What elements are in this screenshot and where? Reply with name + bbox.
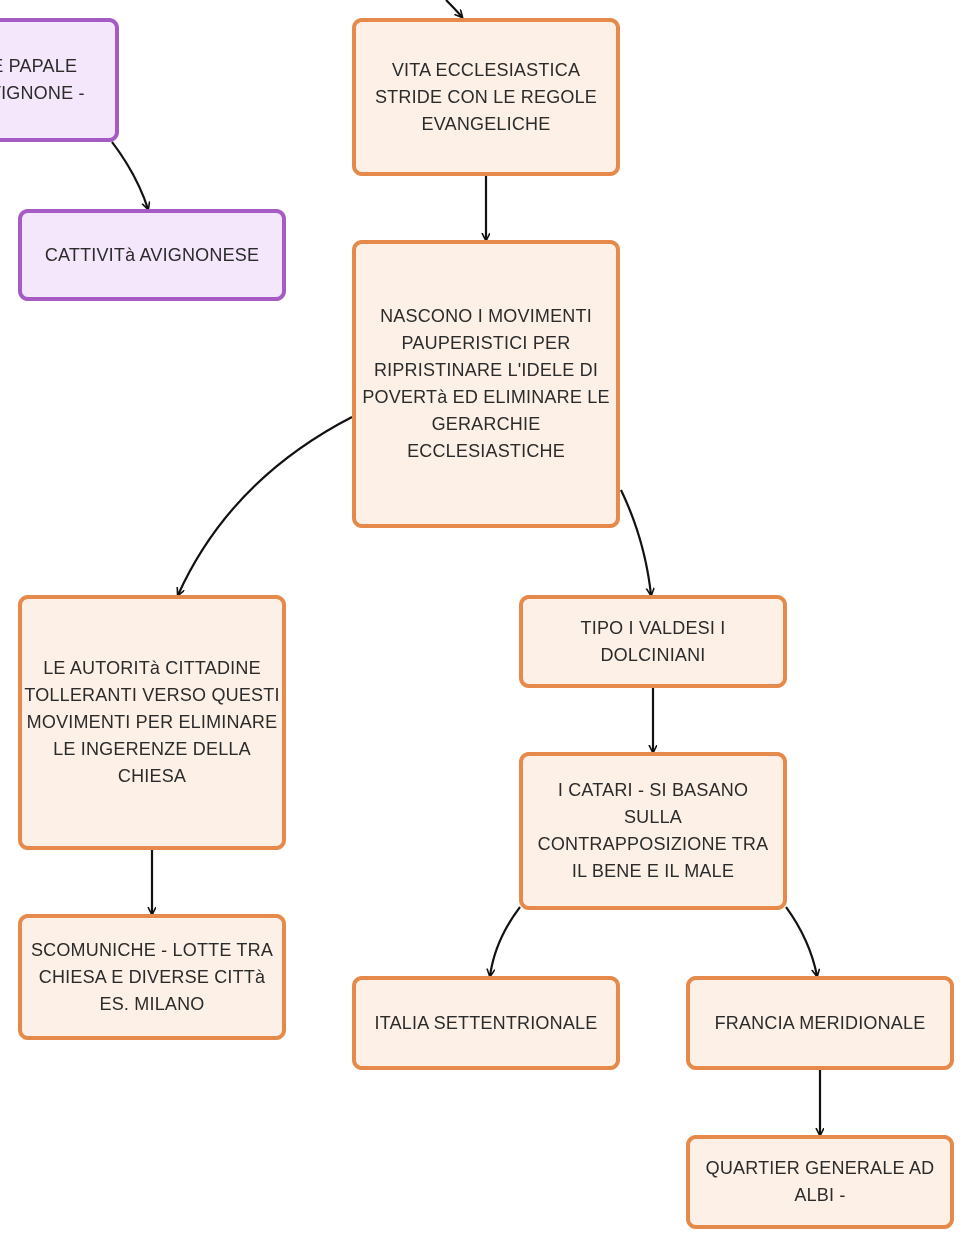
node-catari[interactable]: I CATARI - SI BASANO SULLA CONTRAPPOSIZI… [519, 752, 787, 910]
edge-movimenti-to-valdesi [620, 489, 651, 595]
node-italia-label: ITALIA SETTENTRIONALE [374, 1012, 598, 1033]
node-albi-label: QUARTIER GENERALE AD ALBI - [705, 1158, 935, 1205]
edge-catari-to-francia [785, 906, 817, 976]
node-cattivita-avignonese[interactable]: CATTIVITà AVIGNONESE [18, 209, 286, 301]
node-vita-ecclesiastica[interactable]: VITA ECCLESIASTICA STRIDE CON LE REGOLE … [352, 18, 620, 176]
node-francia-meridionale[interactable]: FRANCIA MERIDIONALE [686, 976, 954, 1070]
node-valdesi-label: TIPO I VALDESI I DOLCINIANI [580, 617, 726, 665]
node-quartier-generale-albi[interactable]: QUARTIER GENERALE AD ALBI - [686, 1135, 954, 1229]
node-francia-label: FRANCIA MERIDIONALE [714, 1012, 926, 1033]
node-sede-line1: DE PAPALE [0, 56, 78, 76]
node-scomuniche-label: SCOMUNICHE - LOTTE TRA CHIESA E DIVERSE … [30, 939, 274, 1014]
node-movimenti-pauperistici[interactable]: NASCONO I MOVIMENTI PAUPERISTICI PER RIP… [352, 240, 620, 528]
edge-catari-to-italia [490, 906, 521, 976]
edge-sede-to-cattivita [111, 141, 148, 209]
node-scomuniche[interactable]: SCOMUNICHE - LOTTE TRA CHIESA E DIVERSE … [18, 914, 286, 1040]
node-autorita-label: LE AUTORITà CITTADINE TOLLERANTI VERSO Q… [24, 658, 280, 786]
node-cattivita-label: CATTIVITà AVIGNONESE [44, 244, 260, 265]
node-movimenti-label: NASCONO I MOVIMENTI PAUPERISTICI PER RIP… [362, 306, 610, 461]
node-sede-line2: AVIGNONE - [0, 83, 85, 103]
node-valdesi-dolciniani[interactable]: TIPO I VALDESI I DOLCINIANI [519, 595, 787, 688]
node-italia-settentrionale[interactable]: ITALIA SETTENTRIONALE [352, 976, 620, 1070]
edge-top-to-vita [445, 0, 462, 17]
node-autorita-cittadine[interactable]: LE AUTORITà CITTADINE TOLLERANTI VERSO Q… [18, 595, 286, 850]
node-catari-label: I CATARI - SI BASANO SULLA CONTRAPPOSIZI… [537, 780, 769, 881]
node-vita-label: VITA ECCLESIASTICA STRIDE CON LE REGOLE … [374, 59, 598, 134]
node-sede-papale-avignone[interactable]: DE PAPALE AVIGNONE - [0, 18, 119, 142]
edge-movimenti-to-autorita [178, 416, 353, 595]
